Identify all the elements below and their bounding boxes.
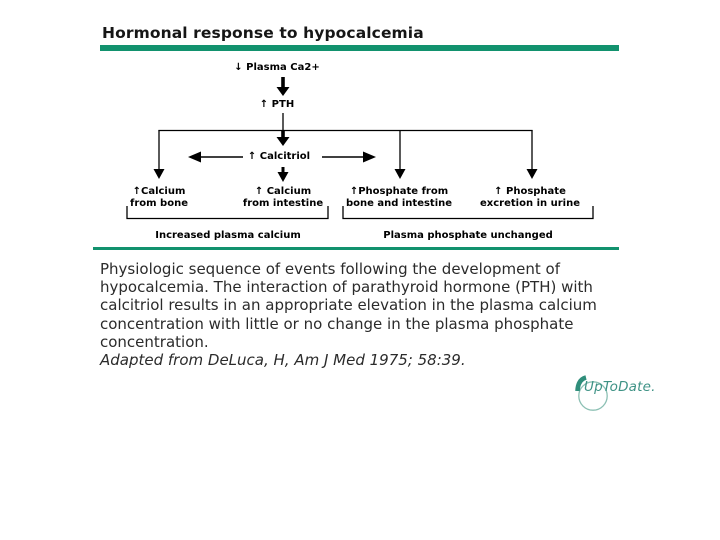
node-phosphate-from-bone-intestine-line2: bone and intestine — [345, 198, 453, 209]
slide-title: Hormonal response to hypocalcemia — [102, 24, 424, 42]
diagram-divider-bar — [93, 247, 619, 250]
uptodate-logo-mark-icon — [575, 375, 608, 411]
node-phosphate-excretion-urine: ↑ Phosphate excretion in urine — [480, 186, 580, 210]
node-calcitriol: ↑ Calcitriol — [247, 151, 311, 162]
node-calcium-from-intestine: ↑ Calcium from intestine — [243, 186, 323, 210]
node-phosphate-excretion-urine-line1: ↑ Phosphate — [494, 186, 566, 197]
uptodate-logo-text: UpToDate. — [584, 379, 656, 395]
node-calcium-from-bone: ↑Calcium from bone — [130, 186, 188, 210]
node-calcium-from-intestine-line2: from intestine — [242, 198, 324, 209]
node-plasma-calcium: ↓ Plasma Ca2+ — [234, 62, 320, 73]
node-calcium-from-intestine-line1: ↑ Calcium — [254, 186, 312, 197]
node-phosphate-from-bone-intestine-line1: ↑Phosphate from — [349, 186, 449, 197]
outcome-increased-plasma-calcium: Increased plasma calcium — [155, 230, 301, 241]
caption-credit: Adapted from DeLuca, H, Am J Med 1975; 5… — [100, 351, 466, 369]
title-underline-bar — [100, 45, 619, 51]
node-calcium-from-bone-line1: ↑Calcium — [132, 186, 186, 197]
node-calcium-from-bone-line2: from bone — [130, 198, 188, 209]
uptodate-logo: UpToDate. — [572, 375, 655, 413]
caption-text: Physiologic sequence of events following… — [100, 260, 597, 351]
outcome-plasma-phosphate-unchanged: Plasma phosphate unchanged — [383, 230, 553, 241]
node-pth: ↑ PTH — [259, 99, 295, 110]
node-phosphate-from-bone-intestine: ↑Phosphate from bone and intestine — [346, 186, 452, 210]
node-phosphate-excretion-urine-line2: excretion in urine — [480, 198, 580, 209]
